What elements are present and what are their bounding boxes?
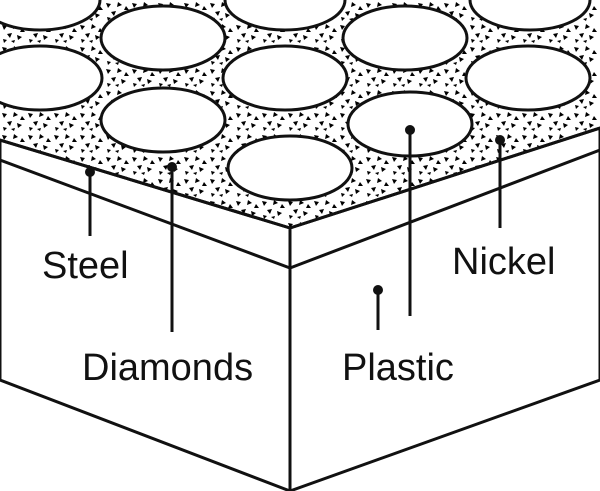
plastic-callout: [373, 285, 383, 330]
pad: [464, 44, 592, 112]
diamonds-callout: [167, 162, 177, 332]
pad: [341, 4, 469, 72]
pad: [0, 44, 104, 112]
pad: [468, 0, 592, 32]
nickel-pad-callout: [405, 125, 415, 316]
top-surface-edge: [0, 126, 600, 230]
pad: [99, 4, 227, 72]
nickel-layer-edge-right: [289, 148, 600, 270]
label-nickel: Nickel: [452, 241, 555, 283]
pad: [99, 86, 227, 154]
steel-callout: [85, 167, 95, 236]
pad: [0, 0, 102, 32]
nickel-callout: [495, 135, 505, 228]
block-structure: [0, 126, 600, 491]
pad: [223, 0, 347, 32]
steel-layer-edge-left: [0, 158, 291, 270]
label-plastic: Plastic: [342, 347, 454, 389]
label-steel: Steel: [42, 245, 129, 287]
label-diamonds: Diamonds: [82, 347, 253, 389]
nickel-pads: [0, 0, 592, 202]
pad: [221, 44, 349, 112]
pad: [226, 134, 354, 202]
callouts: [85, 125, 505, 332]
